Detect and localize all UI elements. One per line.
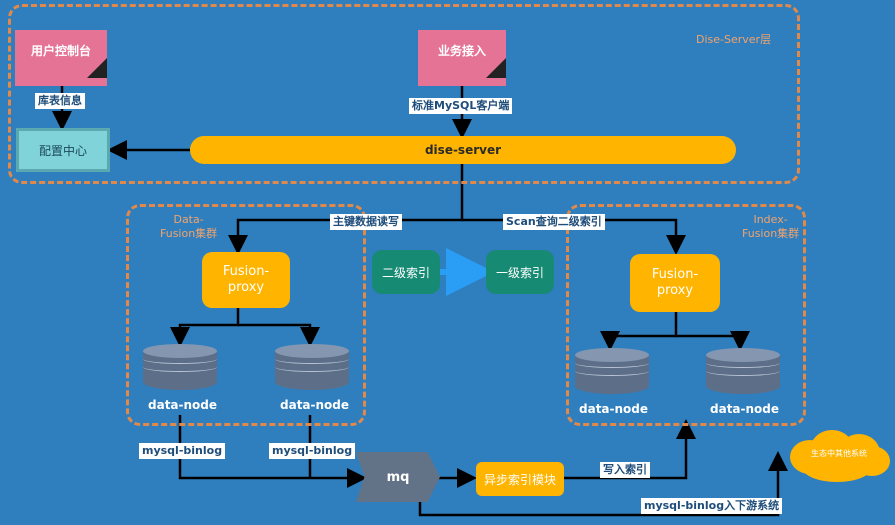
mysql-client-edge-label: 标准MySQL客户端 xyxy=(409,98,513,114)
dise-server-layer-group xyxy=(8,4,800,184)
dise-server-label: dise-server xyxy=(424,143,502,157)
data-node-2-cylinder xyxy=(275,344,349,394)
page-fold-icon xyxy=(486,58,506,78)
index-fusion-cluster-label: Index- Fusion集群 xyxy=(742,213,800,240)
config-center-label: 配置中心 xyxy=(38,143,87,158)
async-index-module-node: 异步索引模块 xyxy=(476,462,564,496)
business-access-node: 业务接入 xyxy=(418,30,506,86)
secondary-index-node: 二级索引 xyxy=(372,250,440,294)
data-fusion-cluster-label: Data- Fusion集群 xyxy=(160,213,218,240)
data-node-4-label: data-node xyxy=(710,402,780,416)
index-fusion-cluster-group xyxy=(566,204,806,426)
binlog-1-edge-label: mysql-binlog xyxy=(139,443,226,459)
fusion-proxy-left-node: Fusion- proxy xyxy=(202,252,290,308)
pk-rw-edge-label: 主键数据读写 xyxy=(330,214,402,230)
user-console-node: 用户控制台 xyxy=(15,30,107,86)
data-node-3-cylinder xyxy=(575,348,649,398)
binlog-downstream-edge-label: mysql-binlog入下游系统 xyxy=(641,498,783,514)
business-access-label: 业务接入 xyxy=(437,44,486,58)
binlog-2-edge-label: mysql-binlog xyxy=(269,443,356,459)
ecosystem-cloud-node: 生态中其他系统 xyxy=(784,426,894,486)
dise-server-node: dise-server xyxy=(190,136,736,164)
dise-server-layer-label: Dise-Server层 xyxy=(696,33,772,46)
data-node-1-cylinder xyxy=(143,344,217,394)
config-center-node: 配置中心 xyxy=(16,128,110,172)
primary-index-node: 一级索引 xyxy=(486,250,554,294)
scan-secondary-edge-label: Scan查询二级索引 xyxy=(503,214,605,230)
fusion-proxy-right-node: Fusion- proxy xyxy=(630,254,720,312)
data-fusion-cluster-group xyxy=(126,204,366,426)
data-node-3-label: data-node xyxy=(579,402,649,416)
data-node-1-label: data-node xyxy=(148,398,218,412)
table-info-edge-label: 库表信息 xyxy=(35,93,85,109)
ecosystem-label: 生态中其他系统 xyxy=(811,449,867,458)
data-node-4-cylinder xyxy=(706,348,780,398)
write-index-edge-label: 写入索引 xyxy=(600,462,650,478)
data-node-2-label: data-node xyxy=(280,398,350,412)
page-fold-icon xyxy=(87,58,107,78)
user-console-label: 用户控制台 xyxy=(30,44,91,58)
mq-node: mq xyxy=(356,452,440,502)
